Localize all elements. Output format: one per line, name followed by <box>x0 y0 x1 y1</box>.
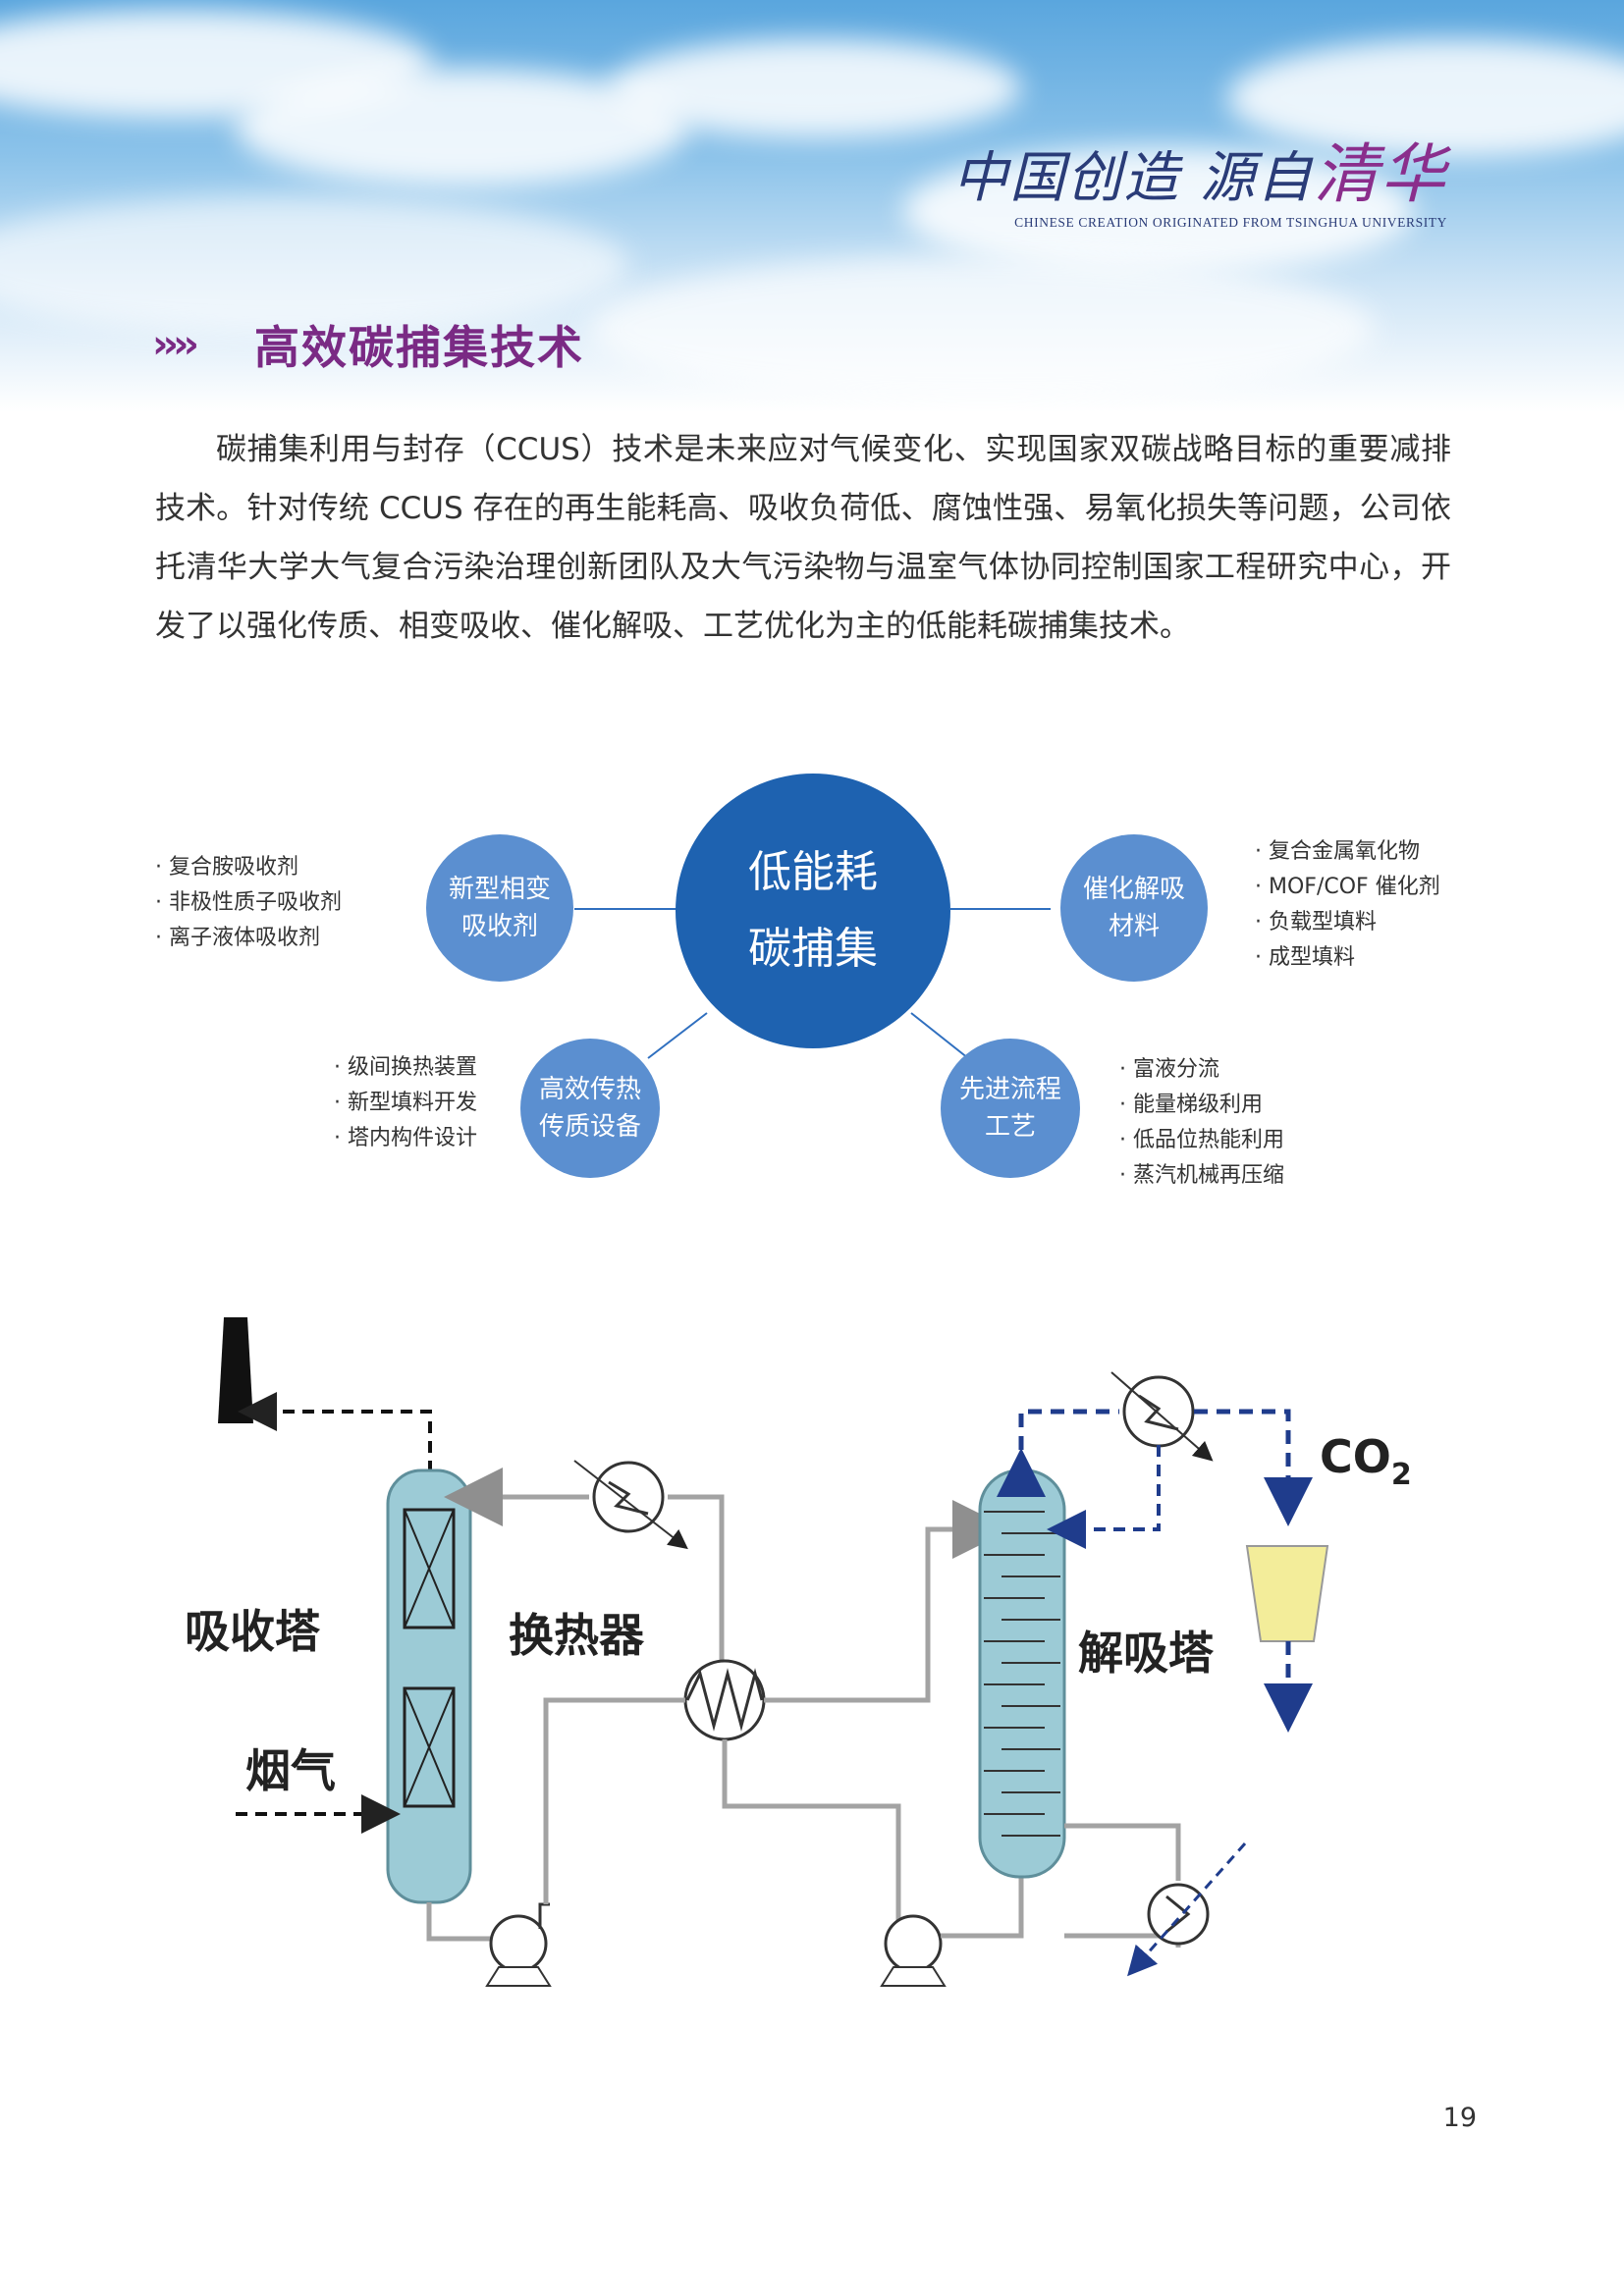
list-item: 复合金属氧化物 <box>1255 834 1440 870</box>
header-slogan: 中国创造 源自清华 CHINESE CREATION ORIGINATED FR… <box>952 142 1447 231</box>
list-item: 非极性质子吸收剂 <box>155 885 342 921</box>
flue-gas-label: 烟气 <box>245 1744 336 1797</box>
process-list: 富液分流 能量梯级利用 低品位热能利用 蒸汽机械再压缩 <box>1119 1052 1284 1194</box>
node-process-line2: 工艺 <box>984 1112 1036 1142</box>
connector-bottom-left <box>647 1012 708 1059</box>
packing-bottom-icon <box>403 1686 456 1808</box>
absorber-column-icon <box>386 1468 472 1904</box>
process-flow-diagram: 吸收塔 烟气 换热器 解吸塔 CO2 <box>0 1296 1624 2002</box>
connector-bottom-right <box>910 1012 969 1059</box>
lean-return-line <box>668 1494 725 1681</box>
node-absorbent-line2: 吸收剂 <box>460 912 538 941</box>
slogan-english: CHINESE CREATION ORIGINATED FROM TSINGHU… <box>1014 215 1447 230</box>
heat-exchanger-label: 换热器 <box>509 1609 645 1662</box>
node-equipment-line2: 传质设备 <box>538 1112 641 1142</box>
process-svg: 吸收塔 烟气 换热器 解吸塔 CO2 <box>185 1317 1412 1987</box>
co2-label: CO2 <box>1320 1430 1412 1492</box>
section-title: 高效碳捕集技术 <box>253 321 584 374</box>
node-process-line1: 先进流程 <box>958 1075 1061 1104</box>
list-item: 蒸汽机械再压缩 <box>1119 1158 1284 1194</box>
heat-exchanger-icon <box>683 1659 766 1741</box>
node-equipment: 高效传热传质设备 <box>520 1039 660 1178</box>
chevrons-icon: ›››› <box>152 322 199 367</box>
reflux-line <box>1047 1445 1161 1549</box>
catalyst-list: 复合金属氧化物 MOF/COF 催化剂 负载型填料 成型填料 <box>1255 834 1440 976</box>
lean-from-hx-line <box>722 1739 901 1934</box>
rich-to-desorber-line <box>764 1500 1011 1703</box>
packing-top-icon <box>403 1508 456 1629</box>
concept-connectors <box>574 908 1051 1059</box>
rich-to-hx-line <box>543 1697 685 1904</box>
slogan-part1: 中国创造 源自 <box>952 146 1314 210</box>
pump-left-icon <box>489 1914 548 1973</box>
reboiler-loop <box>1064 1823 1181 1881</box>
center-node: 低能耗碳捕集 <box>676 774 950 1048</box>
list-item: 塔内构件设计 <box>334 1121 477 1156</box>
absorber-label: 吸收塔 <box>185 1605 321 1658</box>
center-line1: 低能耗 <box>748 847 878 897</box>
desorber-label: 解吸塔 <box>1078 1627 1215 1680</box>
equipment-list: 级间换热装置 新型填料开发 塔内构件设计 <box>334 1050 477 1156</box>
slogan-main: 中国创造 源自清华 <box>952 142 1447 207</box>
rich-outlet-line <box>426 1902 491 1942</box>
desorber-column-icon <box>978 1468 1066 1879</box>
list-item: 富液分流 <box>1119 1052 1284 1088</box>
list-item: 新型填料开发 <box>334 1086 477 1121</box>
node-absorbent-line1: 新型相变 <box>448 875 551 904</box>
list-item: 低品位热能利用 <box>1119 1123 1284 1158</box>
section-heading: ›››› 高效碳捕集技术 <box>152 312 584 377</box>
center-line2: 碳捕集 <box>748 924 878 974</box>
list-item: 成型填料 <box>1255 940 1440 976</box>
list-item: 离子液体吸收剂 <box>155 921 342 956</box>
list-item: 复合胺吸收剂 <box>155 850 342 885</box>
intro-paragraph: 碳捕集利用与封存（CCUS）技术是未来应对气候变化、实现国家双碳战略目标的重要减… <box>155 432 1451 644</box>
node-process: 先进流程工艺 <box>941 1039 1080 1178</box>
list-item: 负载型填料 <box>1255 905 1440 940</box>
list-item: MOF/COF 催化剂 <box>1255 870 1440 905</box>
co2-main: CO <box>1320 1430 1391 1483</box>
treated-gas-line <box>238 1392 432 1472</box>
list-item: 级间换热装置 <box>334 1050 477 1086</box>
co2-subscript: 2 <box>1391 1458 1412 1492</box>
steam-line <box>1127 1842 1247 1977</box>
page-number: 19 <box>1442 2103 1477 2133</box>
list-item: 能量梯级利用 <box>1119 1088 1284 1123</box>
node-equipment-line1: 高效传热 <box>538 1075 641 1104</box>
pump-right-icon <box>884 1914 943 1973</box>
co2-line <box>1194 1409 1313 1526</box>
separator-icon <box>1245 1545 1329 1642</box>
vapor-line <box>997 1409 1119 1497</box>
node-absorbent: 新型相变吸收剂 <box>426 834 573 982</box>
slogan-highlight: 清华 <box>1314 136 1447 212</box>
node-catalyst-line2: 材料 <box>1108 912 1160 941</box>
node-catalyst: 催化解吸材料 <box>1060 834 1208 982</box>
sky-header-background <box>0 0 1624 412</box>
absorbent-list: 复合胺吸收剂 非极性质子吸收剂 离子液体吸收剂 <box>155 850 342 956</box>
chimney-icon <box>218 1317 253 1423</box>
reboiler-icon <box>1147 1883 1210 1946</box>
node-catalyst-line1: 催化解吸 <box>1082 875 1185 904</box>
